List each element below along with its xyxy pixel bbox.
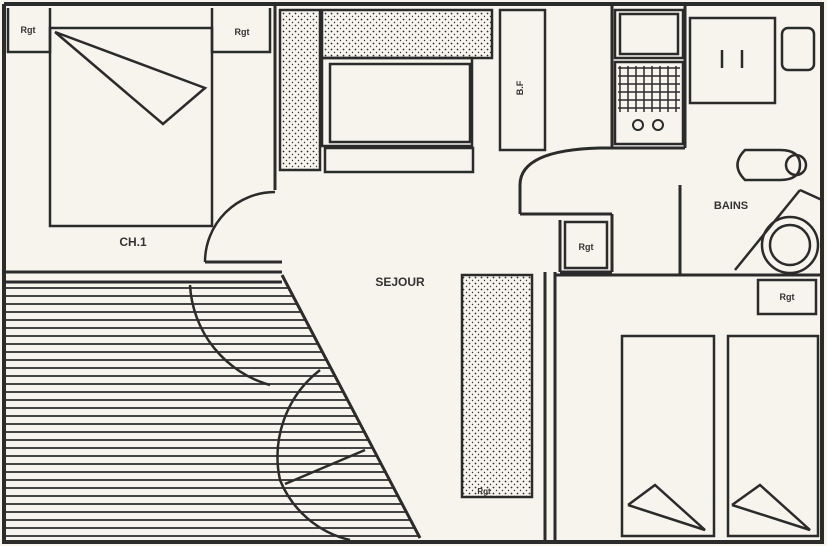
living-room-label: SEJOUR (375, 275, 425, 289)
bedroom-2-walls (543, 272, 680, 542)
bathroom-cabinet (780, 26, 816, 72)
storage-1-label: Rgt (21, 25, 36, 35)
sofa (320, 56, 475, 174)
deck-terrace (6, 287, 419, 537)
storage-3-label: Rgt (579, 242, 594, 252)
stove-grid (618, 66, 680, 112)
stove-and-sink (613, 8, 685, 146)
single-bed-2 (726, 334, 820, 538)
counter-top-dotted (320, 8, 494, 60)
bathroom-label: BAINS (714, 200, 748, 212)
kitchen-counter-dotted (278, 8, 322, 172)
burner-1 (632, 119, 644, 131)
deck-boundary (4, 274, 422, 539)
burner-2 (652, 119, 664, 131)
shower-tray (688, 16, 777, 105)
bathroom-walls (518, 4, 822, 277)
storage-3-box (563, 220, 609, 270)
bed-double (48, 26, 214, 228)
storage-4-box (756, 278, 818, 316)
bedroom-1 (4, 4, 282, 274)
sliding-doors (188, 284, 366, 542)
bottom-cabinet-dotted (460, 273, 534, 499)
toilet (734, 188, 823, 275)
single-bed-1 (620, 334, 716, 538)
washbasin (736, 148, 808, 182)
appliance-cabinet (498, 8, 547, 152)
bedroom-storage-right (210, 8, 272, 54)
storage-2-label: Rgt (235, 27, 250, 37)
bottom-cabinet-label: Rgt (477, 487, 491, 496)
storage-4-label: Rgt (780, 292, 795, 302)
bedroom-door-swing (203, 190, 276, 263)
bedroom-storage-left (6, 8, 52, 54)
appliance-label: B.F (515, 80, 525, 95)
bedroom-1-label: CH.1 (119, 235, 147, 249)
